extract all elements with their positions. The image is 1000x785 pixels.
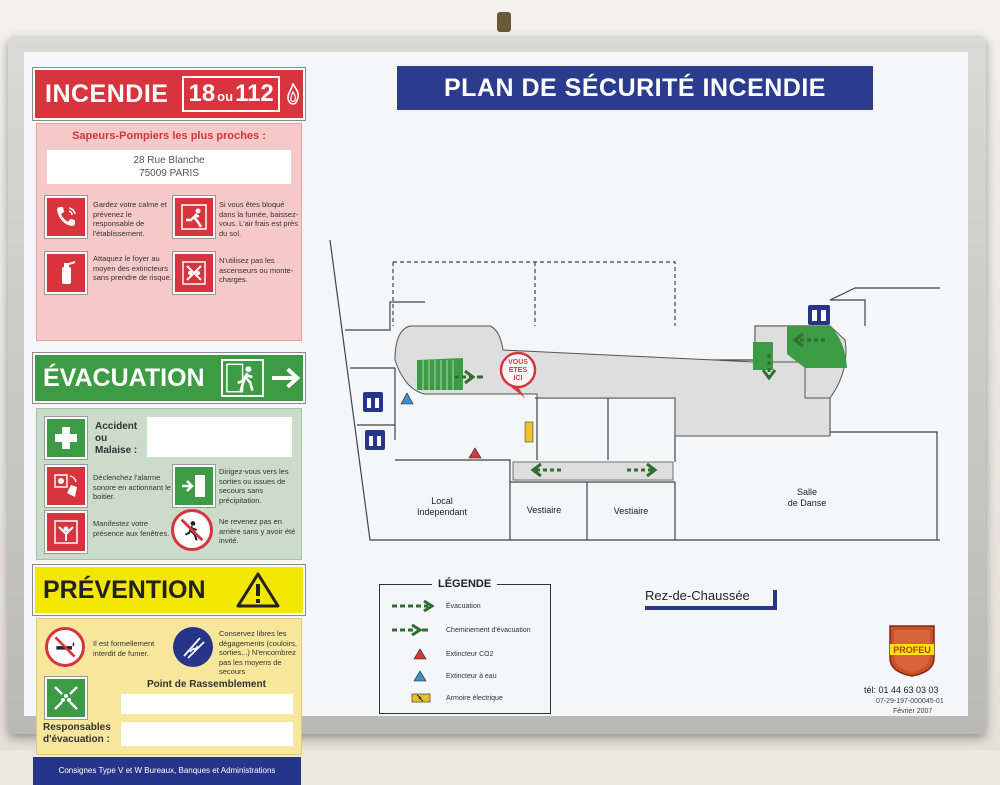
tip-windows: Manifestez votre présence aux fenêtres. — [93, 519, 170, 538]
water-extinguisher-icon — [413, 670, 427, 682]
alarm-button-icon — [45, 465, 87, 507]
phone-alarm-icon — [45, 196, 87, 238]
profeu-logo: PROFEU — [889, 625, 935, 677]
emergency-exit-icon — [220, 359, 264, 397]
instructions-column: INCENDIE 18 ou 112 Sapeurs-Pompiers les … — [33, 65, 305, 785]
legend-co2-label: Extincteur CO2 — [446, 650, 494, 658]
plan-title: PLAN DE SÉCURITÉ INCENDIE — [397, 66, 873, 110]
you-are-here-line-2: ETES — [509, 367, 528, 374]
responsables-label-line-2: d'évacuation : — [43, 734, 110, 745]
legend-path: Cheminement d'évacuation — [390, 623, 531, 637]
you-are-here-line-1: VOUS — [508, 359, 528, 366]
nail — [497, 12, 511, 32]
incendie-panel: Sapeurs-Pompiers les plus proches : 28 R… — [36, 123, 302, 341]
extinguisher-icon — [45, 252, 87, 294]
legend-cabinet: Armoire électrique — [390, 691, 503, 705]
room-local-line-1: Local — [431, 496, 453, 506]
room-vestiaire-1: Vestiaire — [526, 505, 562, 515]
flame-icon — [286, 83, 299, 105]
no-elevator-icon — [173, 252, 215, 294]
tip-exits: Dirigez-vous vers les sorties ou issues … — [219, 467, 289, 505]
tip-smoke: Si vous êtes bloqué dans la fumée, baiss… — [219, 200, 299, 238]
legend-water-label: Extincteur à eau — [446, 672, 497, 680]
you-are-here-line-3: ICI — [514, 375, 523, 382]
co2-extinguisher-icon — [413, 648, 427, 660]
assembly-point-field — [121, 694, 293, 714]
assembly-point-icon — [45, 677, 87, 719]
firefighters-address: 28 Rue Blanche 75009 PARIS — [47, 150, 291, 184]
prevention-title: PRÉVENTION — [43, 575, 206, 604]
reference-number: 07-29-197-000045-01 — [876, 698, 944, 705]
responsables-field — [121, 722, 293, 746]
room-vestiaire-2: Vestiaire — [613, 506, 649, 516]
legend: LÉGENDE Évacuation Cheminement d'évacuat… — [379, 578, 551, 714]
accident-label: Accident ou Malaise : — [95, 421, 137, 457]
no-return-icon — [171, 509, 213, 551]
smoke-escape-icon — [173, 196, 215, 238]
legend-co2: Extincteur CO2 — [390, 647, 493, 661]
evacuation-path-icon — [392, 624, 428, 636]
clear-passage-icon — [173, 627, 213, 667]
incendie-header: INCENDIE 18 ou 112 — [33, 68, 305, 120]
phone-number: tél: 01 44 63 03 03 — [864, 685, 939, 695]
exit-door-icon — [173, 465, 215, 507]
emergency-number-or: ou — [217, 89, 234, 104]
tip-no-smoking: Il est formellement interdit de fumer. — [93, 639, 155, 658]
prevention-header: PRÉVENTION — [33, 565, 305, 615]
evacuation-header: ÉVACUATION — [33, 353, 305, 403]
toilet-icons — [363, 305, 830, 450]
responsables-label: Responsables d'évacuation : — [43, 722, 111, 746]
assembly-point-label: Point de Rassemblement — [147, 679, 266, 690]
evacuation-title: ÉVACUATION — [43, 363, 205, 392]
floor-label: Rez-de-Chaussée — [645, 588, 750, 603]
accident-label-line-3: Malaise : — [95, 445, 138, 456]
window-signal-icon — [45, 511, 87, 553]
accident-label-line-2: ou — [95, 433, 108, 444]
tip-elevator: N'utilisez pas les ascenseurs ou monte-c… — [219, 256, 294, 284]
tip-clear-passages: Conservez libres les dégagements (couloi… — [219, 629, 297, 676]
tip-alarm: Déclenchez l'alarme sonore en actionnant… — [93, 473, 171, 501]
address-line-1: 28 Rue Blanche — [133, 155, 205, 166]
edition-date: Février 2007 — [893, 708, 933, 715]
legend-evacuation-label: Évacuation — [446, 602, 481, 610]
room-local-independant: Local Independant — [410, 496, 474, 518]
warning-icon — [236, 572, 280, 608]
evacuation-panel: Accident ou Malaise : Déclenchez l'alarm… — [36, 408, 302, 560]
floor-plan: VOUS ETES ICI — [329, 239, 940, 541]
room-local-line-2: Independant — [416, 507, 468, 517]
tip-no-return: Ne revenez pas en arrière sans y avoir é… — [219, 517, 296, 545]
room-salle-line-2: de Danse — [787, 498, 827, 508]
brand-name: PROFEU — [893, 645, 931, 655]
incendie-title: INCENDIE — [45, 79, 169, 108]
arrow-right-icon — [271, 367, 301, 389]
accident-label-line-1: Accident — [95, 421, 138, 432]
accident-contact-field — [147, 417, 292, 457]
responsables-label-line-1: Responsables — [43, 722, 111, 733]
no-smoking-icon — [45, 627, 85, 667]
first-aid-icon — [45, 417, 87, 459]
tip-calm: Gardez votre calme et prévenez le respon… — [93, 200, 167, 238]
legend-title: LÉGENDE — [432, 578, 498, 590]
floor-underline-tick — [773, 590, 777, 608]
plan-outer-wall — [329, 239, 940, 541]
tip-extinguisher: Attaquez le foyer au moyen des extincteu… — [93, 254, 172, 282]
evacuation-arrow-icon — [392, 600, 435, 612]
legend-evacuation: Évacuation — [390, 599, 481, 613]
room-salle-line-1: Salle — [796, 487, 817, 497]
emergency-number-18: 18 — [188, 80, 216, 107]
address-line-2: 75009 PARIS — [139, 168, 199, 179]
firefighters-subtitle: Sapeurs-Pompiers les plus proches : — [72, 130, 266, 142]
footer-banner: Consignes Type V et W Bureaux, Banques e… — [33, 757, 301, 785]
emergency-number-box: 18 ou 112 — [182, 76, 280, 112]
room-salle-de-danse: Salle de Danse — [772, 487, 842, 509]
legend-cabinet-label: Armoire électrique — [446, 694, 503, 702]
prevention-panel: Il est formellement interdit de fumer. C… — [36, 618, 302, 755]
floor-underline — [645, 606, 777, 610]
legend-path-label: Cheminement d'évacuation — [446, 626, 531, 634]
emergency-number-112: 112 — [235, 80, 274, 107]
electrical-cabinet-icon — [411, 693, 431, 703]
legend-water: Extincteur à eau — [390, 669, 497, 683]
